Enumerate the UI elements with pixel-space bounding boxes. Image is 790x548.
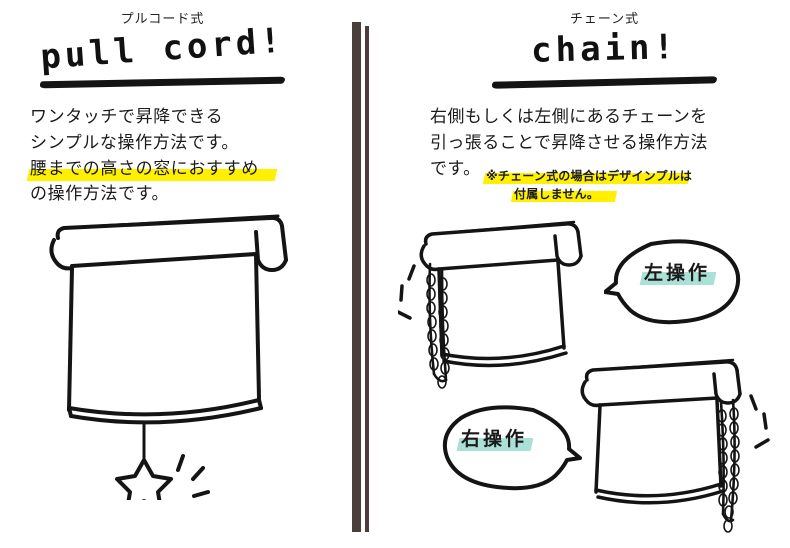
- left-description-line: シンプルな操作方法です。: [30, 132, 239, 153]
- left-description-line-highlighted: 腰までの高さの窓におすすめ: [26, 157, 278, 183]
- right-note-line: ※チェーン式の場合はデザインプルは: [482, 167, 692, 185]
- left-title: pull cord!: [39, 20, 286, 78]
- left-description: ワンタッチで昇降できる シンプルな操作方法です。 腰までの高さの窓におすすめ の…: [26, 105, 278, 208]
- callout-label-left-operation: 左操作: [639, 258, 717, 285]
- right-description-line: 右側もしくは左側にあるチェーンを: [430, 107, 708, 127]
- right-description: 右側もしくは左側にあるチェーンを 引っ張ることで昇降させる操作方法 です。: [430, 105, 708, 182]
- right-kicker: チェーン式: [569, 12, 640, 27]
- right-note: ※チェーン式の場合はデザインプルは 付属しません。: [482, 167, 692, 203]
- left-description-line: の操作方法です。: [30, 184, 170, 205]
- right-description-line: です。: [430, 158, 481, 179]
- chain-blind-left-illustration: [398, 208, 613, 413]
- chain-blind-right-illustration: [565, 352, 780, 548]
- left-kicker: プルコード式: [120, 12, 205, 27]
- left-description-line: ワンタッチで昇降できる: [30, 107, 224, 127]
- right-title: chain!: [530, 27, 679, 71]
- right-note-line: 付属しません。: [486, 185, 692, 203]
- center-divider-line-thin: [365, 26, 369, 532]
- right-description-line: 引っ張ることで昇降させる操作方法: [430, 132, 708, 153]
- left-title-underline: [39, 76, 286, 89]
- right-title-underline: [491, 76, 718, 89]
- left-column-header: プルコード式 pull cord!: [39, 8, 286, 89]
- right-column-header: チェーン式 chain!: [491, 8, 718, 89]
- pull-cord-blind-illustration: [28, 210, 298, 500]
- callout-label-right-operation: 右操作: [456, 424, 534, 451]
- center-divider-line-thick: [352, 22, 361, 532]
